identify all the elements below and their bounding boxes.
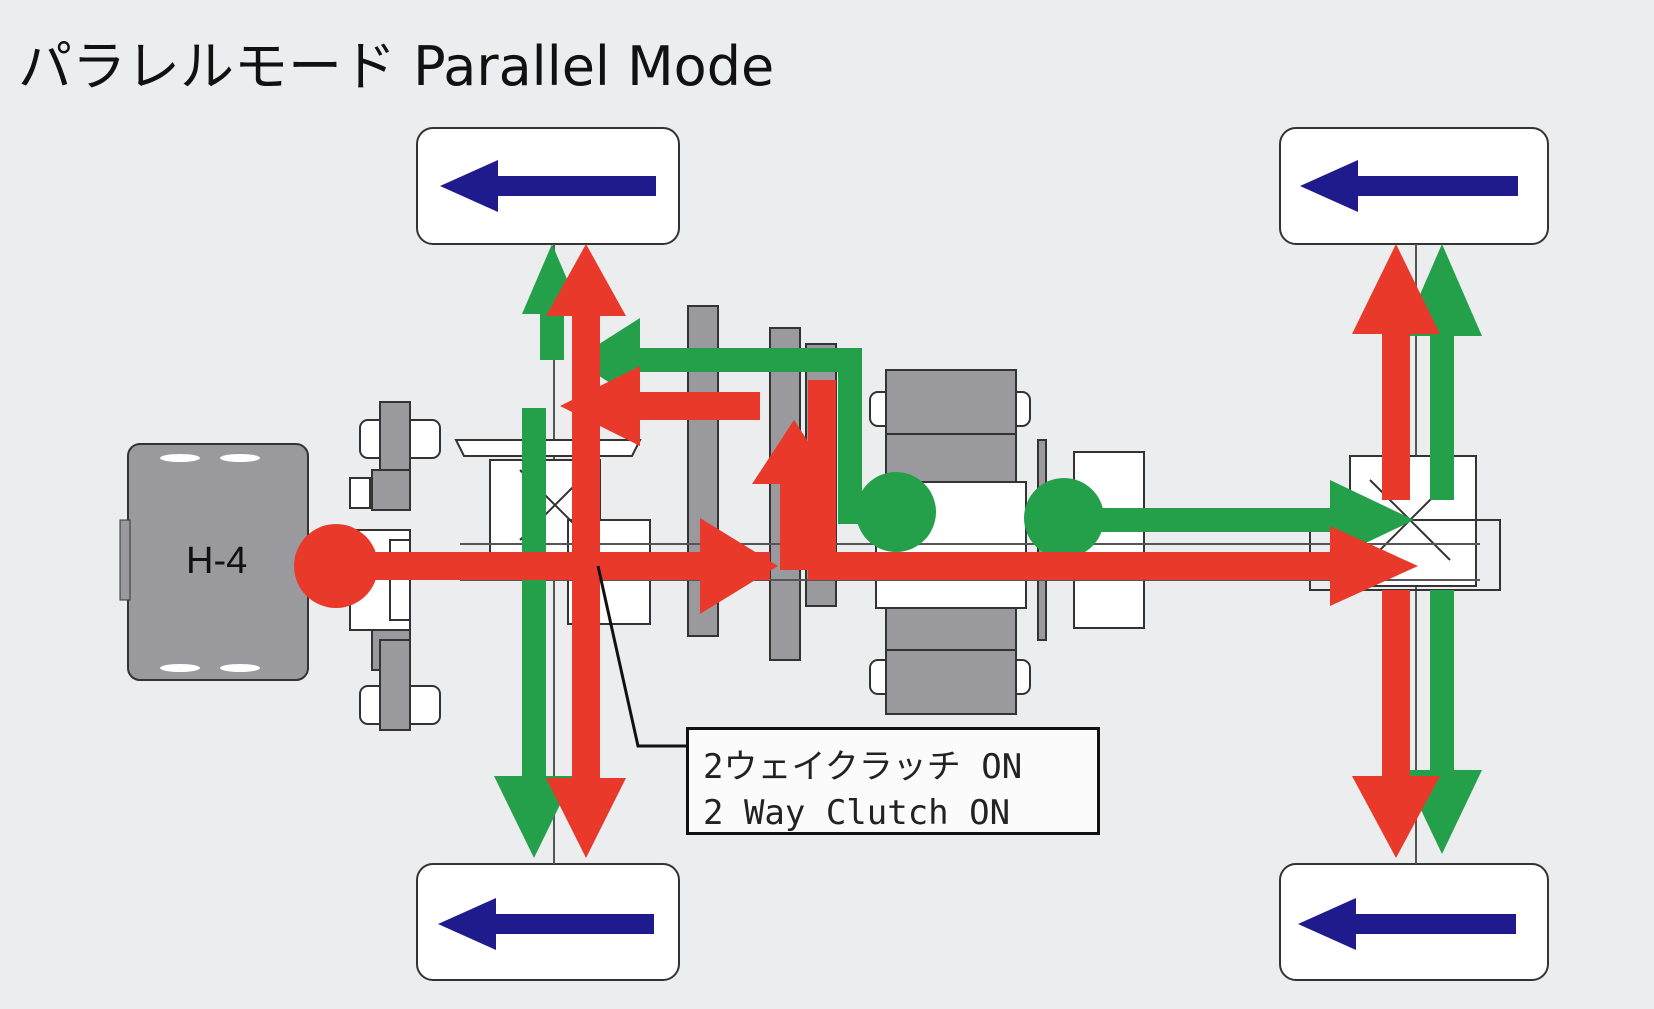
callout-line-japanese: 2ウェイクラッチ ON [703,747,1023,787]
wheel-front-right [1279,127,1549,245]
engine-block [119,443,309,681]
engine-power-flow [294,244,1440,858]
callout-line-english: 2 Way Clutch ON [703,793,1011,833]
engine-label: H-4 [186,540,248,582]
wheel-rear-right [1279,863,1549,981]
wheel-front-left [416,127,680,245]
left-arrow-icon [1298,898,1516,950]
left-arrow-icon [440,160,656,212]
left-arrow-icon [438,898,654,950]
callout-leader-line [596,565,686,748]
wheel-rear-left [416,863,680,981]
page-title: パラレルモード Parallel Mode [18,35,775,98]
two-way-clutch-callout: 2ウェイクラッチ ON 2 Way Clutch ON [686,727,1100,835]
left-arrow-icon [1300,160,1518,212]
motor-power-flow [494,244,1482,858]
